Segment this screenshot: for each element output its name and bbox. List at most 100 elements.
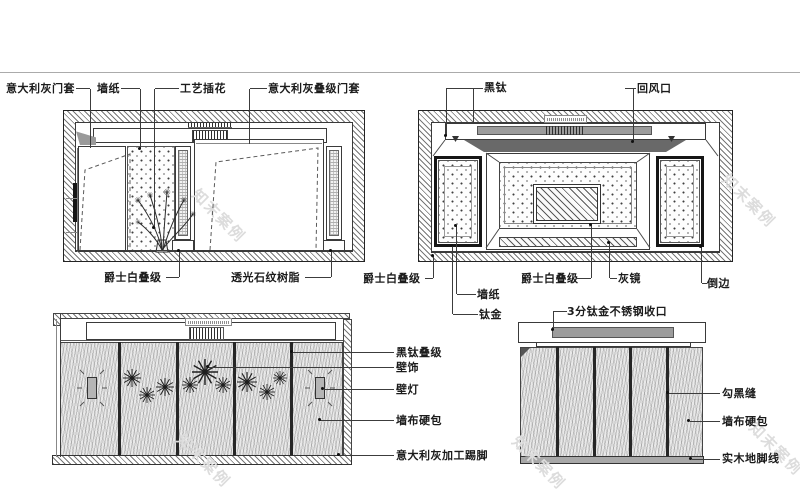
label-solid-wood-skirting: 实木地脚线 — [722, 452, 780, 465]
leader-line — [702, 283, 707, 284]
stone-resin-texture — [329, 150, 339, 236]
label-return-air-vent: 回风口 — [637, 82, 672, 95]
leader-dot — [589, 223, 592, 226]
panel-divider — [629, 347, 632, 457]
leader-line — [324, 389, 394, 390]
leader-dot — [631, 140, 634, 143]
leader-line — [292, 352, 394, 353]
panel-divider — [233, 342, 236, 456]
leader-dot — [689, 457, 692, 460]
leader-dot — [454, 224, 457, 227]
label-italian-grey-skirting: 意大利灰加工踢脚 — [396, 449, 488, 462]
leader-line — [610, 278, 617, 279]
leader-line — [453, 314, 478, 315]
trim-sub-band — [536, 342, 691, 347]
leader-line — [609, 243, 610, 278]
leader-line — [208, 367, 394, 368]
leader-line — [690, 421, 720, 422]
column-base — [323, 240, 345, 252]
leader-dot — [450, 244, 453, 247]
leader-line — [140, 89, 141, 149]
tiny-note-box — [544, 115, 587, 123]
label-jazz-white-center: 爵士白叠级 — [521, 272, 579, 285]
leader-line — [701, 247, 702, 283]
leader-line — [577, 278, 591, 279]
leader-line — [305, 277, 331, 278]
leader-line — [121, 88, 140, 89]
wall-lamp-icon — [315, 377, 325, 399]
wall-edge-line — [60, 319, 61, 457]
label-fabric-hard-panel: 墙布硬包 — [396, 414, 442, 427]
leader-line — [456, 226, 457, 294]
panel-divider — [593, 347, 596, 457]
leader-dot — [666, 391, 669, 394]
leader-line — [339, 455, 394, 456]
recess-shadow-band — [464, 140, 686, 152]
label-steel-trim: 3分钛金不锈钢收口 — [567, 305, 668, 318]
leader-line — [591, 225, 592, 278]
reveal-tick — [66, 198, 77, 199]
ceiling-line — [61, 340, 343, 341]
leader-line — [425, 278, 433, 279]
leader-line — [320, 420, 394, 421]
label-stepped-door-casing: 意大利灰叠级门套 — [268, 82, 360, 95]
panel-step-line — [196, 143, 322, 144]
panel-divider — [666, 347, 669, 457]
floor-line — [432, 251, 720, 252]
leader-line — [155, 88, 179, 89]
leader-dot — [329, 249, 332, 252]
label-jazz-white-left: 爵士白叠级 — [363, 272, 421, 285]
dark-reveal-strip — [73, 183, 78, 222]
label-wallpaper: 墙纸 — [97, 82, 120, 95]
leader-line — [166, 277, 179, 278]
fabric-panel-field — [520, 347, 703, 457]
steel-trim-strip — [552, 327, 674, 338]
leader-dot — [321, 387, 324, 390]
reveal-tick — [66, 232, 77, 233]
fabric-panel-field — [60, 342, 343, 456]
leader-dot — [152, 226, 155, 229]
air-grille — [189, 327, 224, 340]
leader-line — [179, 251, 180, 277]
leader-dot — [177, 249, 180, 252]
skirting-board — [52, 455, 352, 465]
leader-dot — [290, 350, 293, 353]
leader-line — [446, 88, 483, 89]
label-translucent-stone-resin: 透光石纹树脂 — [231, 271, 300, 284]
leader-line — [249, 89, 250, 144]
leader-dot — [687, 419, 690, 422]
panel-divider — [290, 342, 293, 456]
label-beveled-edge: 倒边 — [707, 277, 730, 290]
label-titanium-gold: 钛金 — [479, 308, 502, 321]
leader-line — [90, 89, 91, 148]
leader-dot — [318, 418, 321, 421]
skirting-board — [520, 456, 704, 464]
wall-lamp-icon — [87, 377, 97, 399]
leader-line — [633, 89, 634, 142]
leader-line — [154, 89, 155, 228]
leader-dot — [699, 245, 702, 248]
side-panel-left — [434, 156, 482, 247]
door-casing-line — [77, 148, 78, 252]
air-grille — [546, 126, 584, 135]
label-jazz-white-step: 爵士白叠级 — [104, 271, 162, 284]
label-black-titanium-step: 黑钛叠级 — [396, 346, 442, 359]
leader-line — [553, 311, 554, 330]
label-wall-lamp: 壁灯 — [396, 383, 419, 396]
floor-line — [76, 250, 352, 251]
leader-line — [331, 251, 332, 277]
label-black-seam: 勾黑缝 — [722, 387, 757, 400]
leader-line — [473, 89, 474, 122]
leader-dot — [138, 147, 141, 150]
tv-mirror — [533, 184, 601, 224]
leader-line — [457, 294, 476, 295]
tiny-note-box — [185, 318, 232, 326]
wall-edge-line — [56, 319, 57, 457]
leader-dot — [444, 134, 447, 137]
leader-line — [452, 246, 453, 314]
leader-dot — [206, 365, 209, 368]
